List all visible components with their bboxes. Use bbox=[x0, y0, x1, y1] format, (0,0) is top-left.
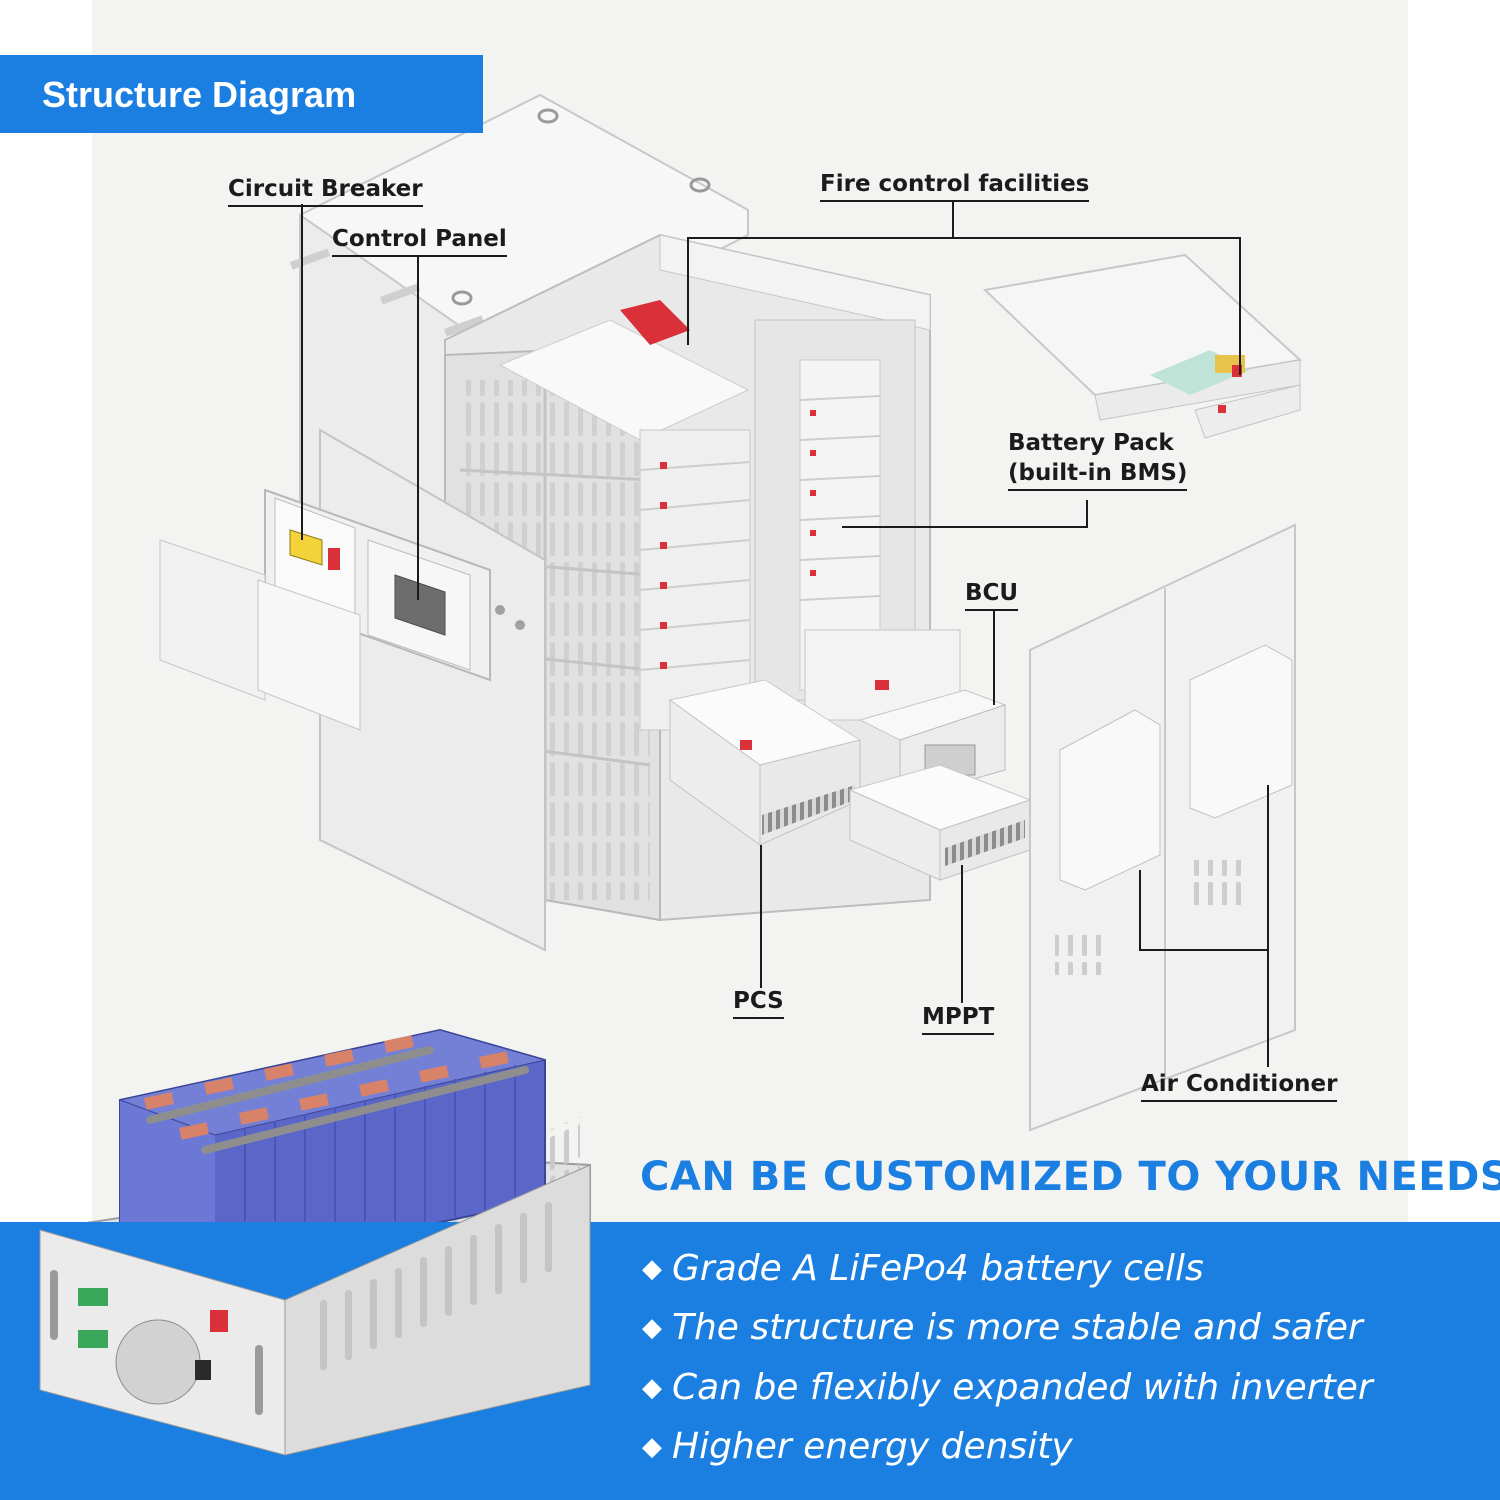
label-bcu: BCU bbox=[965, 578, 1019, 611]
label-battery-pack: Battery Pack (built-in BMS) bbox=[1008, 428, 1188, 491]
label-mppt: MPPT bbox=[922, 1002, 995, 1035]
header-title: Structure Diagram bbox=[42, 74, 357, 115]
battery-stack-left bbox=[498, 300, 751, 731]
label-control-panel: Control Panel bbox=[332, 224, 507, 257]
label-circuit-breaker: Circuit Breaker bbox=[228, 174, 423, 207]
mppt-drawer bbox=[848, 764, 1032, 881]
feature-item: ◆ Higher energy density bbox=[642, 1426, 1073, 1467]
label-fire-control: Fire control facilities bbox=[820, 169, 1090, 202]
diamond-bullet-icon: ◆ bbox=[642, 1254, 662, 1284]
feature-item: ◆ Grade A LiFePo4 battery cells bbox=[642, 1248, 1204, 1289]
feature-item: ◆ Can be flexibly expanded with inverter bbox=[642, 1367, 1373, 1408]
leader-lines bbox=[301, 200, 1269, 1067]
feature-text: Higher energy density bbox=[672, 1426, 1073, 1467]
control-box bbox=[264, 488, 491, 682]
diamond-bullet-icon: ◆ bbox=[642, 1432, 662, 1462]
label-battery-pack-line2: (built-in BMS) bbox=[1008, 460, 1188, 486]
label-air-conditioner: Air Conditioner bbox=[1141, 1069, 1338, 1102]
feature-item: ◆ The structure is more stable and safer bbox=[642, 1307, 1363, 1348]
fire-control-module bbox=[982, 253, 1303, 439]
pcs-drawer bbox=[668, 679, 862, 846]
header-tab: Structure Diagram bbox=[0, 55, 483, 133]
battery-stack-right bbox=[754, 319, 961, 721]
feature-text: Grade A LiFePo4 battery cells bbox=[672, 1248, 1204, 1289]
label-battery-pack-line1: Battery Pack bbox=[1008, 430, 1174, 456]
label-pcs: PCS bbox=[733, 986, 784, 1019]
diamond-bullet-icon: ◆ bbox=[642, 1373, 662, 1403]
diamond-bullet-icon: ◆ bbox=[642, 1313, 662, 1343]
feature-text: The structure is more stable and safer bbox=[672, 1307, 1363, 1348]
cabinet-lower-door bbox=[159, 539, 361, 731]
air-conditioner-door bbox=[1029, 523, 1296, 1132]
feature-text: Can be flexibly expanded with inverter bbox=[672, 1367, 1373, 1408]
customize-tagline: CAN BE CUSTOMIZED TO YOUR NEEDS bbox=[640, 1154, 1500, 1200]
